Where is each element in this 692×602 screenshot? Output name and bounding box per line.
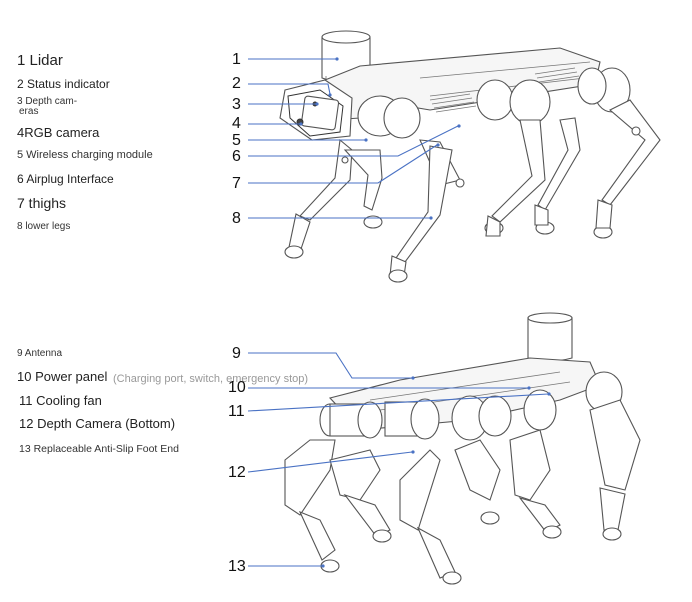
legend-airplug-interface: 6 Airplug Interface (17, 172, 114, 186)
callout-5: 5 (232, 132, 241, 149)
callout-7: 7 (232, 175, 241, 192)
legend-cooling-fan: 11 Cooling fan (19, 393, 102, 408)
power-panel-note: (Charging port, switch, emergency stop) (113, 373, 309, 385)
legend-lower-legs: 8 lower legs (17, 221, 71, 232)
callout-13: 13 (228, 558, 246, 575)
callout-2: 2 (232, 75, 241, 92)
callout-3: 3 (232, 96, 241, 113)
callout-12: 12 (228, 464, 246, 481)
robot-bottom-drawing (247, 312, 641, 585)
callout-4: 4 (232, 115, 241, 132)
top-vents (429, 67, 580, 113)
legend-foot-end: 13 Replaceable Anti-Slip Foot End (19, 443, 179, 455)
top-legs (284, 99, 661, 283)
callout-6: 6 (232, 148, 241, 165)
legend-rgb-camera: 4RGB camera (17, 125, 100, 140)
callout-9: 9 (232, 345, 241, 362)
legend-wireless-charging: 5 Wireless charging module (17, 149, 153, 161)
callout-8: 8 (232, 210, 241, 227)
lidar-unit-bottom (527, 312, 573, 362)
legend-depth-cameras-line2: eras (19, 106, 39, 117)
callout-11: 11 (228, 403, 245, 420)
bottom-motors (319, 371, 623, 441)
legend-antenna: 9 Antenna (17, 348, 63, 359)
legend-depth-cameras-line1: 3 Depth cam- (17, 96, 78, 107)
top-leader-lines (248, 57, 461, 220)
legend-status-indicator: 2 Status indicator (17, 77, 110, 91)
bottom-leader-lines (247, 352, 551, 568)
legend-depth-camera-bottom: 12 Depth Camera (Bottom) (19, 416, 176, 431)
legend-thighs: 7 thighs (17, 195, 67, 211)
bottom-legs (284, 399, 641, 585)
robot-top-drawing (248, 30, 661, 283)
legend-depth-cameras: 3 Depth cam- eras (17, 97, 77, 117)
callout-1: 1 (232, 51, 241, 68)
legend-lidar: 1 Lidar (17, 52, 63, 69)
callout-10: 10 (228, 379, 246, 396)
legend-power-panel: 10 Power panel (17, 369, 108, 384)
